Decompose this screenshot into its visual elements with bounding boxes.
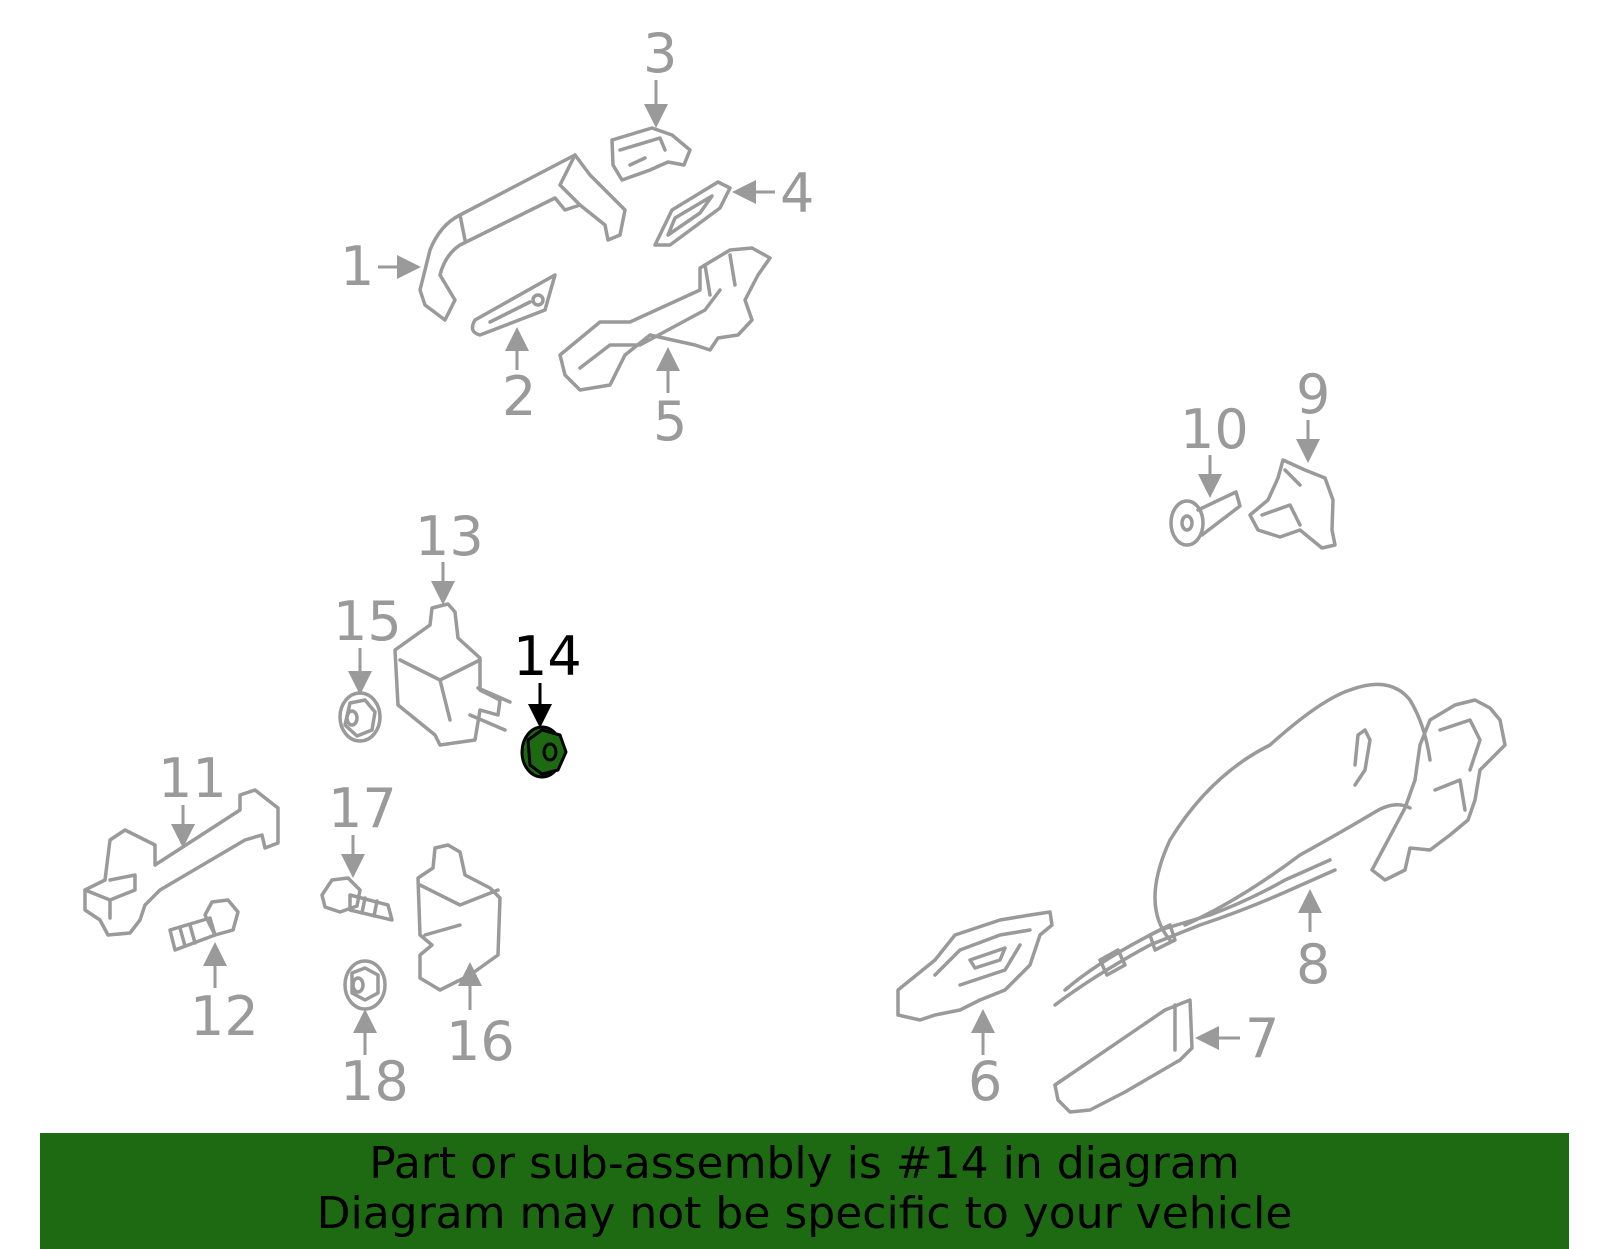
callout-17: 17 — [328, 777, 397, 840]
part-6-inside-handle[interactable] — [896, 910, 1054, 1022]
callout-6: 6 — [968, 1050, 1002, 1113]
callout-2: 2 — [502, 365, 536, 428]
part-1-outside-handle[interactable] — [418, 153, 627, 322]
callout-8: 8 — [1296, 933, 1330, 996]
part-3-cap[interactable] — [610, 126, 692, 182]
part-10-screw[interactable] — [1169, 490, 1242, 547]
info-banner: Part or sub-assembly is #14 in diagram D… — [40, 1133, 1569, 1249]
part-17-bolt[interactable] — [320, 876, 394, 922]
callout-15: 15 — [333, 590, 402, 653]
part-8-lock-actuator[interactable] — [1053, 682, 1507, 1007]
callout-9: 9 — [1296, 363, 1330, 426]
banner-line-2: Diagram may not be specific to your vehi… — [316, 1188, 1293, 1239]
callout-18: 18 — [340, 1050, 409, 1113]
part-11-door-check[interactable] — [83, 788, 280, 937]
part-5-handle-frame[interactable] — [558, 246, 772, 392]
callout-14: 14 — [513, 625, 582, 688]
part-14-nut[interactable] — [520, 725, 568, 779]
callout-1: 1 — [340, 235, 374, 298]
callout-5: 5 — [653, 390, 687, 453]
part-15-nut[interactable] — [338, 691, 382, 743]
callout-3: 3 — [643, 22, 677, 85]
part-2-pad[interactable] — [470, 273, 557, 337]
callout-13: 13 — [415, 505, 484, 568]
part-18-nut[interactable] — [343, 959, 387, 1011]
part-4-gasket[interactable] — [653, 180, 732, 247]
callout-12: 12 — [190, 985, 259, 1048]
part-9-bracket[interactable] — [1248, 458, 1337, 550]
callout-10: 10 — [1180, 398, 1249, 461]
callout-7: 7 — [1245, 1007, 1279, 1070]
part-13-bracket[interactable] — [393, 602, 512, 747]
banner-line-1: Part or sub-assembly is #14 in diagram — [369, 1138, 1240, 1189]
callout-11: 11 — [158, 747, 227, 810]
part-7-cover[interactable] — [1053, 998, 1194, 1114]
part-12-bolt[interactable] — [168, 898, 240, 952]
part-16-bracket[interactable] — [416, 843, 502, 992]
callout-16: 16 — [446, 1010, 515, 1073]
callout-4: 4 — [780, 162, 814, 225]
